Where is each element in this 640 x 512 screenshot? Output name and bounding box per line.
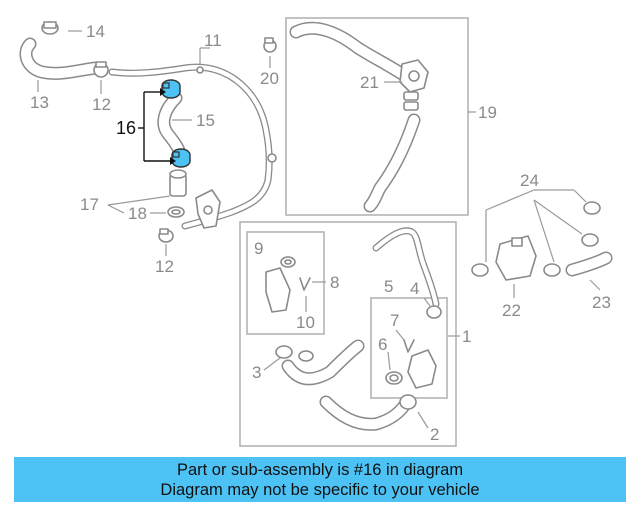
callout-12-upper: 12 — [92, 95, 111, 114]
group-box-8 — [246, 231, 325, 335]
housing-piece[interactable] — [195, 189, 221, 229]
callout-labels: 14 13 12 11 16 15 17 18 12 20 21 19 24 2… — [30, 22, 611, 444]
callout-11: 11 — [204, 31, 222, 50]
callout-20: 20 — [260, 69, 279, 88]
group-box-19 — [285, 17, 469, 216]
clip-7[interactable] — [403, 339, 415, 353]
o-ring-9[interactable] — [280, 256, 296, 268]
callout-15: 15 — [196, 111, 215, 130]
clamp-24b[interactable] — [581, 233, 599, 247]
callout-21: 21 — [360, 73, 379, 92]
o-ring-18[interactable] — [167, 206, 185, 218]
callout-6: 6 — [378, 335, 387, 354]
leader-lines — [37, 30, 601, 429]
fitting-8[interactable] — [265, 267, 291, 313]
valve-21[interactable] — [399, 59, 429, 93]
callout-17: 17 — [80, 195, 99, 214]
hose-23[interactable] — [565, 251, 613, 277]
clamp-20[interactable] — [263, 37, 277, 53]
callout-12-lower: 12 — [155, 257, 174, 276]
clamp-3[interactable] — [275, 345, 314, 362]
callout-22: 22 — [502, 301, 521, 320]
banner-line-1: Part or sub-assembly is #16 in diagram — [176, 461, 464, 479]
clamp-24c[interactable] — [471, 263, 489, 277]
callout-5: 5 — [384, 277, 393, 296]
callout-19: 19 — [478, 103, 497, 122]
callout-23: 23 — [592, 293, 611, 312]
clamp-12-lower[interactable] — [158, 228, 174, 243]
valve-22[interactable] — [495, 235, 537, 281]
callout-24: 24 — [520, 171, 539, 190]
info-banner: Part or sub-assembly is #16 in diagram D… — [14, 457, 626, 502]
clamp-16-lower[interactable] — [171, 148, 191, 168]
clamp-4[interactable] — [426, 305, 442, 319]
parts-diagram: 14 13 12 11 16 15 17 18 12 20 21 19 24 2… — [19, 17, 613, 447]
callout-2: 2 — [430, 425, 439, 444]
callout-18: 18 — [128, 204, 147, 223]
hose-clamps-19[interactable] — [403, 91, 419, 111]
clamp-14[interactable] — [41, 21, 59, 35]
callout-10: 10 — [296, 313, 315, 332]
clamp-24a[interactable] — [583, 201, 601, 215]
clamp-16-upper[interactable] — [161, 79, 181, 99]
group-box-1 — [239, 221, 457, 447]
clamp-12-upper[interactable] — [93, 61, 109, 78]
callout-4: 4 — [410, 279, 419, 298]
callout-16: 16 — [116, 118, 136, 138]
callout-14: 14 — [86, 22, 105, 41]
callout-3: 3 — [252, 363, 261, 382]
callout-7: 7 — [390, 311, 399, 330]
callout-13: 13 — [30, 93, 49, 112]
banner-line-2: Diagram may not be specific to your vehi… — [160, 481, 480, 499]
outlet-flange-17[interactable] — [169, 169, 187, 197]
callout-8: 8 — [330, 273, 339, 292]
o-ring-6[interactable] — [385, 371, 403, 385]
clamp-2[interactable] — [399, 394, 417, 410]
callout-1: 1 — [462, 327, 471, 346]
clip-10[interactable] — [299, 277, 311, 291]
valve-5[interactable] — [407, 349, 437, 389]
leader-16 — [138, 88, 176, 165]
clamp-24d[interactable] — [543, 263, 561, 277]
callout-9: 9 — [254, 239, 263, 258]
